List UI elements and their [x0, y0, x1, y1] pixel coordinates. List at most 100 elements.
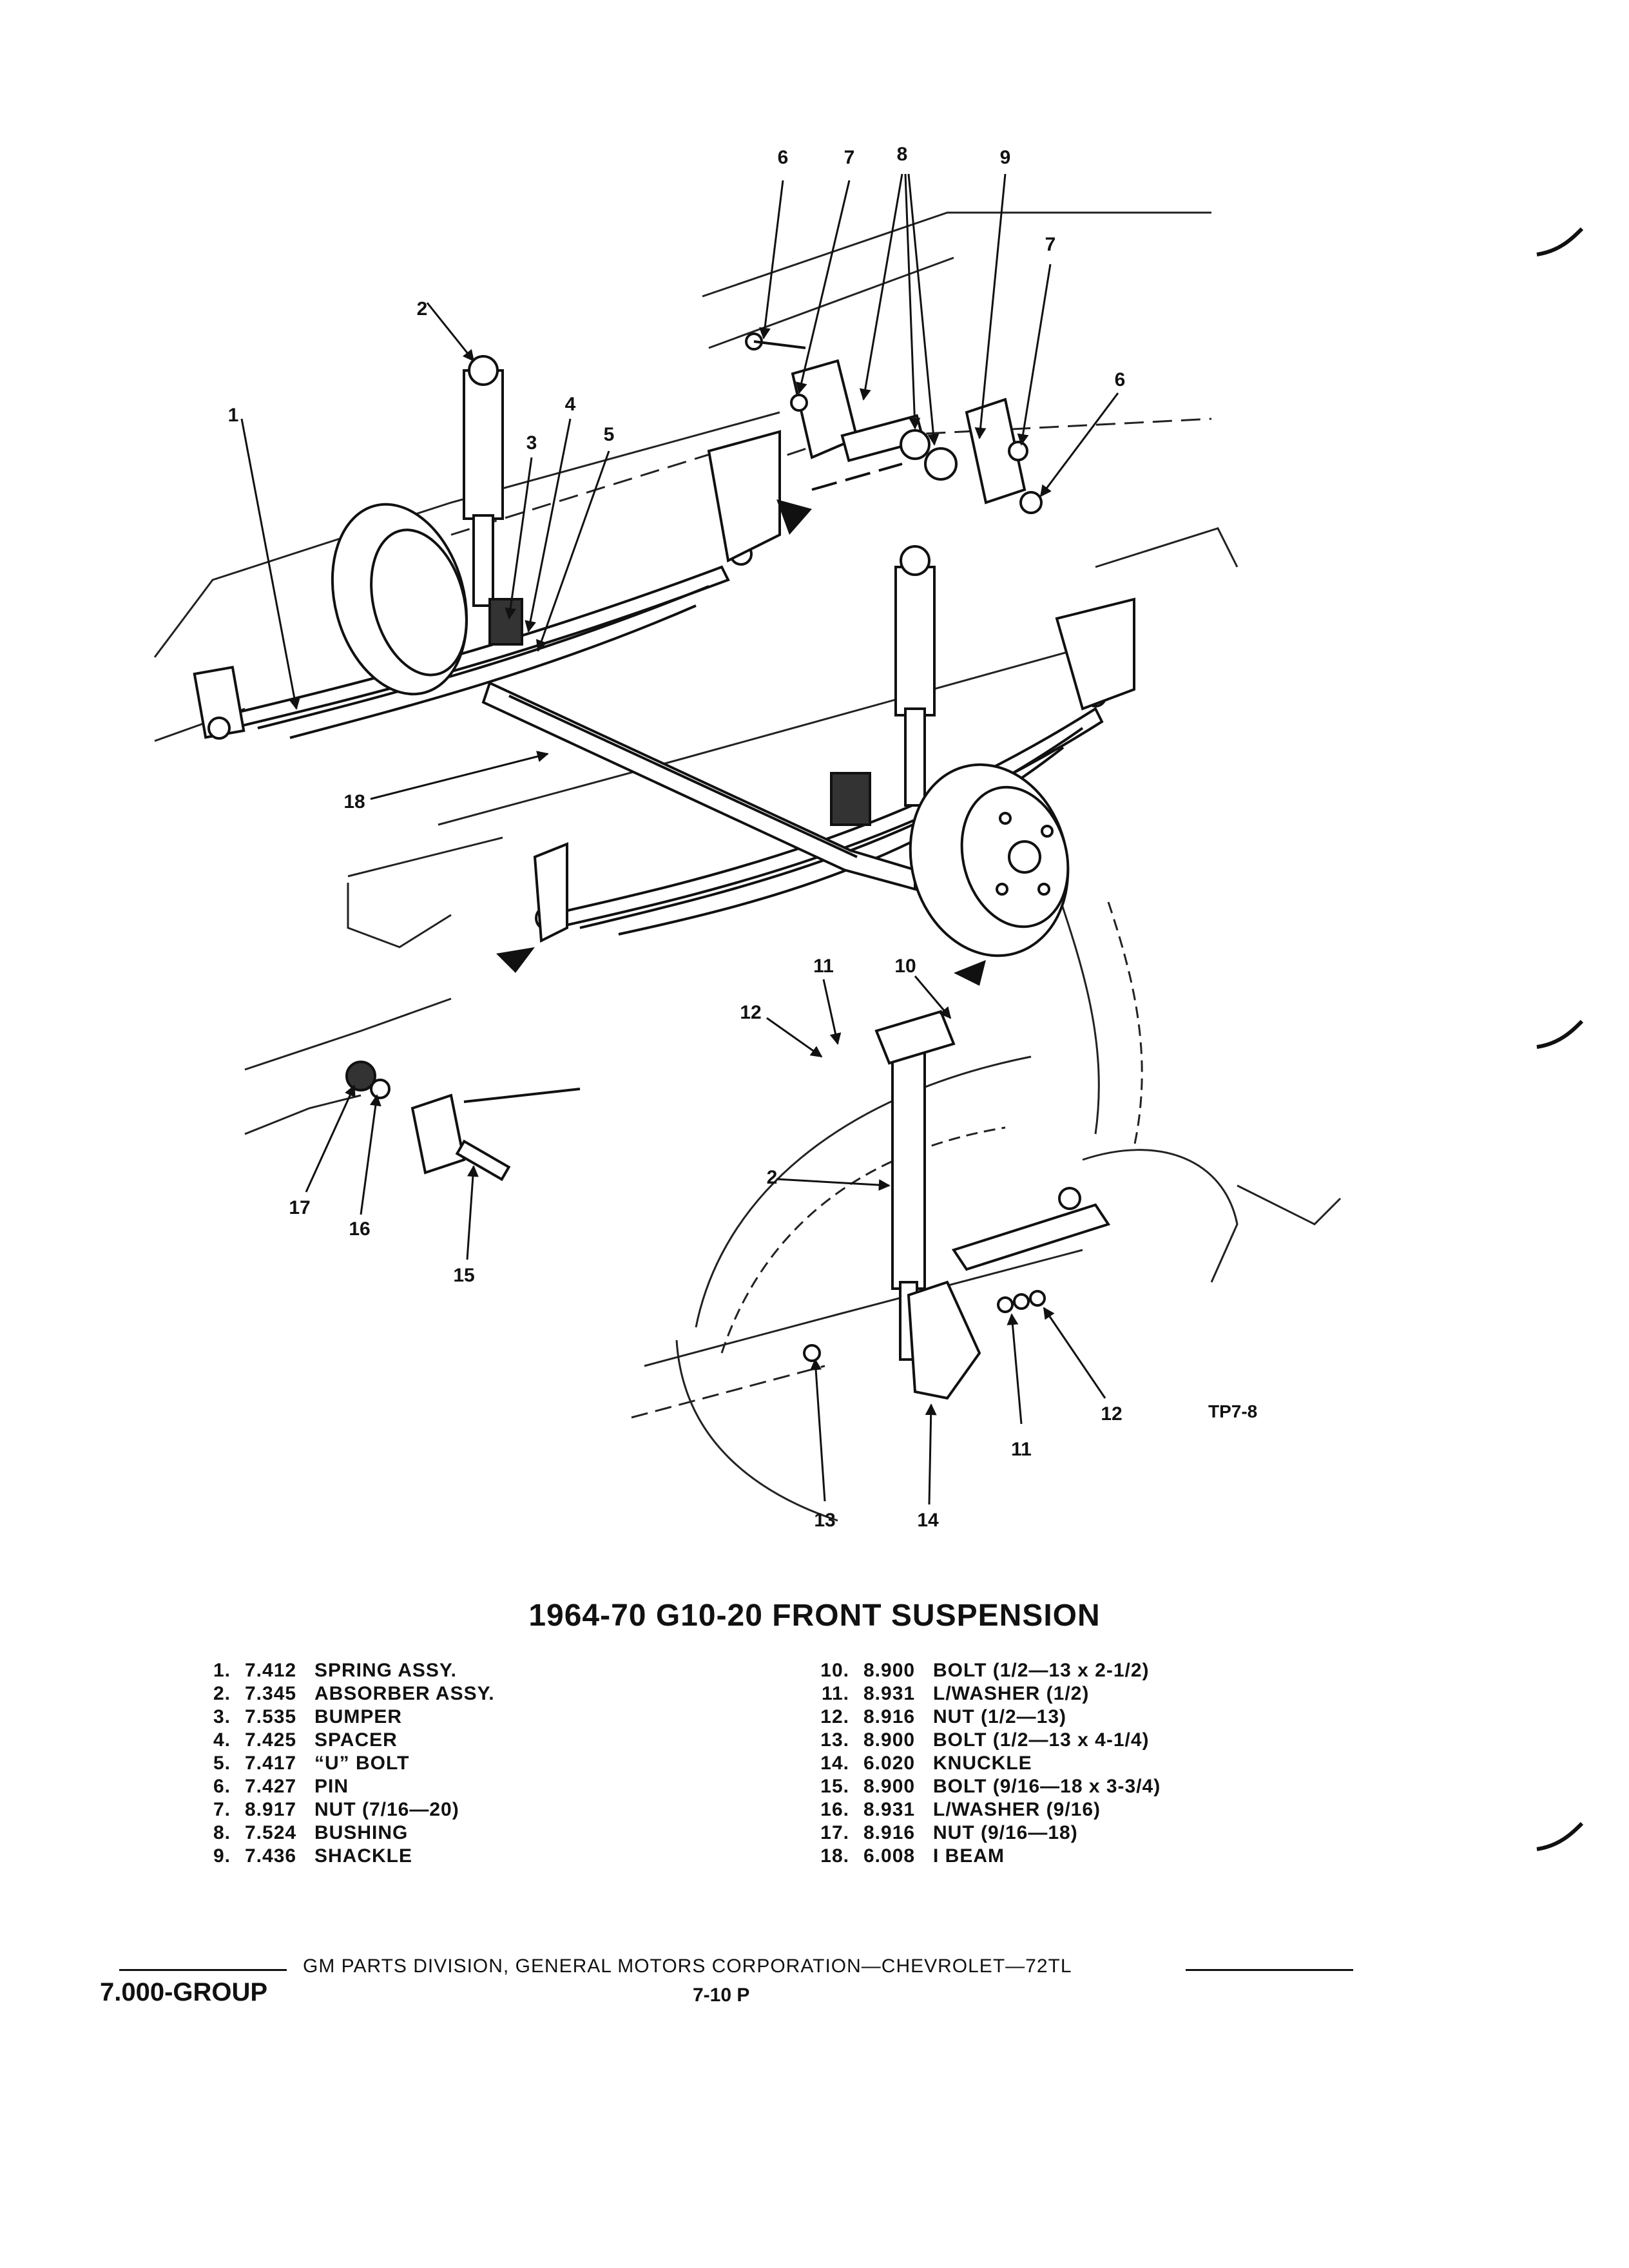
leaf-spring-left: [193, 543, 753, 740]
footer-rule-right: [1186, 1969, 1353, 1971]
part-description: BOLT (9/16—18 x 3-3/4): [933, 1776, 1161, 1797]
part-description: BOLT (1/2—13 x 2-1/2): [933, 1660, 1150, 1681]
callout-18: 18: [343, 791, 365, 812]
part-description: BOLT (1/2—13 x 4-1/4): [933, 1729, 1150, 1751]
part-description: SPRING ASSY.: [314, 1660, 457, 1681]
part-code: 8.931: [863, 1683, 916, 1704]
part-number: 13.: [820, 1729, 849, 1751]
parts-row: 5. 7.417 “U” BOLT: [200, 1752, 586, 1775]
part-number: 16.: [820, 1799, 849, 1820]
figure-code: TP7-8: [1208, 1401, 1258, 1421]
part-number: 4.: [213, 1729, 231, 1751]
part-code: 8.900: [863, 1660, 916, 1681]
part-code: 7.427: [245, 1776, 297, 1797]
leader-lines: [240, 173, 1119, 1505]
part-number: 5.: [213, 1753, 231, 1774]
part-code: 7.412: [245, 1660, 297, 1681]
part-description: “U” BOLT: [314, 1753, 410, 1774]
callout-5: 5: [603, 424, 615, 445]
callout-15: 15: [453, 1265, 475, 1286]
part-description: NUT (1/2—13): [933, 1706, 1067, 1727]
callout-12-lower: 12: [1101, 1403, 1123, 1425]
part-number: 11.: [821, 1683, 849, 1704]
parts-row: 16. 8.931 L/WASHER (9/16): [818, 1798, 1269, 1821]
page-title: 1964-70 G10-20 FRONT SUSPENSION: [528, 1599, 1101, 1633]
parts-row: 13. 8.900 BOLT (1/2—13 x 4-1/4): [818, 1729, 1269, 1752]
footer-publisher: GM PARTS DIVISION, GENERAL MOTORS CORPOR…: [303, 1956, 1072, 1977]
parts-row: 14. 6.020 KNUCKLE: [818, 1752, 1269, 1775]
part-description: L/WASHER (9/16): [933, 1799, 1101, 1820]
parts-row: 17. 8.916 NUT (9/16—18): [818, 1821, 1269, 1845]
parts-list-left: 1. 7.412 SPRING ASSY. 2. 7.345 ABSORBER ASSY…: [200, 1659, 586, 1868]
callout-11-top: 11: [813, 956, 834, 977]
callout-7-right: 7: [1045, 234, 1056, 255]
bolt-detail-left: [345, 1061, 581, 1182]
direction-arrows: [496, 499, 986, 986]
callout-2-top: 2: [416, 298, 428, 320]
shackle-assembly: [745, 332, 1043, 514]
part-code: 6.020: [863, 1753, 916, 1774]
part-description: ABSORBER ASSY.: [314, 1683, 495, 1704]
callout-2-lower: 2: [766, 1167, 778, 1188]
part-description: I BEAM: [933, 1845, 1005, 1867]
part-number: 1.: [213, 1660, 231, 1681]
page-number: 7-10 P: [693, 1984, 750, 2006]
part-number: 17.: [820, 1822, 849, 1843]
part-code: 7.535: [245, 1706, 297, 1727]
callout-10: 10: [894, 956, 916, 977]
part-description: NUT (7/16—20): [314, 1799, 459, 1820]
part-description: PIN: [314, 1776, 349, 1797]
callout-8: 8: [896, 144, 908, 165]
i-beam: [481, 681, 916, 891]
callout-6-right: 6: [1114, 369, 1126, 390]
part-code: 7.417: [245, 1753, 297, 1774]
part-description: BUSHING: [314, 1822, 409, 1843]
binder-marks: [1536, 227, 1584, 1851]
part-code: 7.425: [245, 1729, 297, 1751]
callout-14: 14: [917, 1510, 939, 1531]
part-code: 8.900: [863, 1729, 916, 1751]
part-code: 8.916: [863, 1706, 916, 1727]
brake-drum-left: [331, 503, 468, 696]
shock-absorber-right: [894, 545, 936, 807]
callout-7-top: 7: [843, 147, 855, 168]
callout-12-top: 12: [740, 1002, 762, 1023]
parts-row: 3. 7.535 BUMPER: [200, 1706, 586, 1729]
part-number: 18.: [820, 1845, 849, 1867]
part-number: 10.: [820, 1660, 849, 1681]
part-number: 12.: [820, 1706, 849, 1727]
part-number: 14.: [820, 1753, 849, 1774]
part-code: 7.524: [245, 1822, 297, 1843]
part-code: 7.345: [245, 1683, 297, 1704]
part-description: NUT (9/16—18): [933, 1822, 1078, 1843]
part-description: SHACKLE: [314, 1845, 413, 1867]
part-description: KNUCKLE: [933, 1753, 1032, 1774]
part-code: 7.436: [245, 1845, 297, 1867]
parts-row: 2. 7.345 ABSORBER ASSY.: [200, 1682, 586, 1706]
part-code: 6.008: [863, 1845, 916, 1867]
parts-row: 18. 6.008 I BEAM: [818, 1845, 1269, 1868]
part-description: BUMPER: [314, 1706, 403, 1727]
part-number: 6.: [213, 1776, 231, 1797]
group-label: 7.000-GROUP: [100, 1978, 268, 2006]
parts-row: 9. 7.436 SHACKLE: [200, 1845, 586, 1868]
callout-9: 9: [999, 147, 1011, 168]
part-number: 7.: [213, 1799, 231, 1820]
part-number: 15.: [820, 1776, 849, 1797]
callout-3: 3: [526, 432, 537, 454]
parts-row: 10. 8.900 BOLT (1/2—13 x 2-1/2): [818, 1659, 1269, 1682]
part-code: 8.916: [863, 1822, 916, 1843]
part-code: 8.931: [863, 1799, 916, 1820]
vehicle-outline-lines: [153, 211, 1342, 1522]
part-number: 2.: [213, 1683, 231, 1704]
parts-row: 12. 8.916 NUT (1/2—13): [818, 1706, 1269, 1729]
parts-row: 11. 8.931 L/WASHER (1/2): [818, 1682, 1269, 1706]
part-number: 3.: [213, 1706, 231, 1727]
part-description: L/WASHER (1/2): [933, 1683, 1090, 1704]
part-number: 9.: [213, 1845, 231, 1867]
